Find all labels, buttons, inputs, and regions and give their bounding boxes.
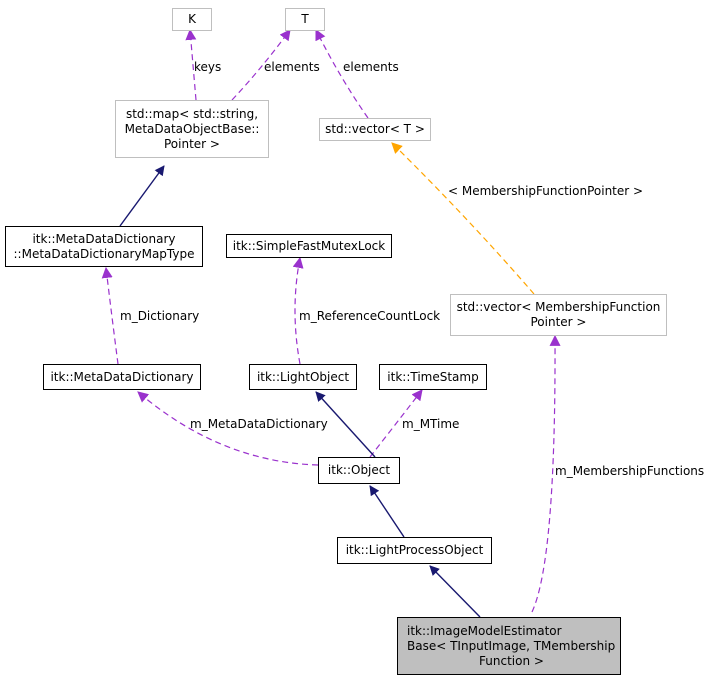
edge-inherit-map bbox=[119, 165, 165, 227]
label-m-meta-data-dictionary: m_MetaDataDictionary bbox=[190, 417, 328, 431]
node-meta-data-dictionary-line-1: itk::MetaDataDictionary bbox=[50, 369, 194, 384]
edge-m-dictionary bbox=[101, 266, 119, 365]
edge-inherit-light-process bbox=[429, 565, 481, 618]
label-m-reference-count-lock: m_ReferenceCountLock bbox=[299, 309, 441, 323]
node-light-object[interactable]: itk::LightObject bbox=[249, 364, 357, 390]
label-m-dictionary: m_Dictionary bbox=[120, 309, 200, 323]
label-keys: keys bbox=[194, 60, 222, 74]
node-light-process-object-line-1: itk::LightProcessObject bbox=[345, 543, 484, 557]
edge-m-meta-data-dictionary bbox=[137, 391, 319, 466]
node-light-process-object[interactable]: itk::LightProcessObject bbox=[337, 537, 492, 564]
edge-elements-map bbox=[231, 29, 291, 101]
node-k-line-1: K bbox=[188, 12, 196, 26]
edge-keys bbox=[185, 28, 197, 101]
node-dictionary-map-type-line-1: itk::MetaDataDictionary bbox=[32, 231, 176, 246]
node-std-vector-membership[interactable]: std::vector< MembershipFunction Pointer … bbox=[450, 294, 667, 336]
label-m-membership-functions: m_MembershipFunctions bbox=[555, 464, 705, 478]
node-std-vector-t-line-1: std::vector< T > bbox=[325, 122, 425, 136]
edge-inherit-object bbox=[369, 485, 405, 538]
node-image-model-estimator-base-line-1: itk::ImageModelEstimator bbox=[407, 623, 562, 638]
node-t-line-1: T bbox=[301, 12, 309, 26]
edge-elements-vector bbox=[315, 29, 369, 119]
label-membership-function-pointer: < MembershipFunctionPointer > bbox=[448, 184, 644, 198]
node-std-map-line-3: Pointer > bbox=[164, 136, 220, 151]
label-elements-vector: elements bbox=[343, 60, 399, 74]
node-std-vector-t[interactable]: std::vector< T > bbox=[319, 118, 431, 141]
edge-m-membership-functions bbox=[531, 334, 561, 613]
node-std-vector-membership-line-1: std::vector< MembershipFunction bbox=[456, 300, 661, 314]
label-elements-map: elements bbox=[264, 60, 320, 74]
edge-m-mtime bbox=[369, 389, 423, 458]
node-image-model-estimator-base[interactable]: itk::ImageModelEstimator Base< TInputIma… bbox=[397, 617, 621, 675]
node-std-map-line-1: std::map< std::string, bbox=[125, 106, 259, 121]
edge-inherit-light-object bbox=[315, 391, 376, 458]
node-image-model-estimator-base-line-3: Function > bbox=[479, 653, 544, 668]
node-k[interactable]: K bbox=[172, 8, 212, 31]
node-time-stamp-line-1: itk::TimeStamp bbox=[387, 369, 479, 384]
node-image-model-estimator-base-line-2: Base< TInputImage, TMembership bbox=[407, 638, 616, 653]
edge-membership-function-pointer bbox=[391, 142, 535, 295]
edge-m-reference-count-lock bbox=[292, 256, 304, 365]
node-simple-fast-mutex-lock[interactable]: itk::SimpleFastMutexLock bbox=[226, 234, 392, 258]
node-dictionary-map-type-line-2: ::MetaDataDictionaryMapType bbox=[13, 246, 195, 261]
node-light-object-line-1: itk::LightObject bbox=[256, 369, 350, 384]
node-object-line-1: itk::Object bbox=[327, 463, 391, 477]
node-std-map[interactable]: std::map< std::string, MetaDataObjectBas… bbox=[115, 100, 269, 158]
node-std-map-line-2: MetaDataObjectBase:: bbox=[124, 121, 260, 136]
node-std-vector-membership-line-2: Pointer > bbox=[530, 315, 587, 329]
node-time-stamp[interactable]: itk::TimeStamp bbox=[379, 364, 487, 390]
node-dictionary-map-type[interactable]: itk::MetaDataDictionary ::MetaDataDictio… bbox=[5, 226, 203, 267]
node-object[interactable]: itk::Object bbox=[318, 457, 400, 484]
node-simple-fast-mutex-lock-line-1: itk::SimpleFastMutexLock bbox=[232, 238, 386, 253]
node-t[interactable]: T bbox=[285, 8, 325, 31]
label-m-mtime: m_MTime bbox=[402, 417, 460, 431]
node-meta-data-dictionary[interactable]: itk::MetaDataDictionary bbox=[43, 364, 201, 390]
